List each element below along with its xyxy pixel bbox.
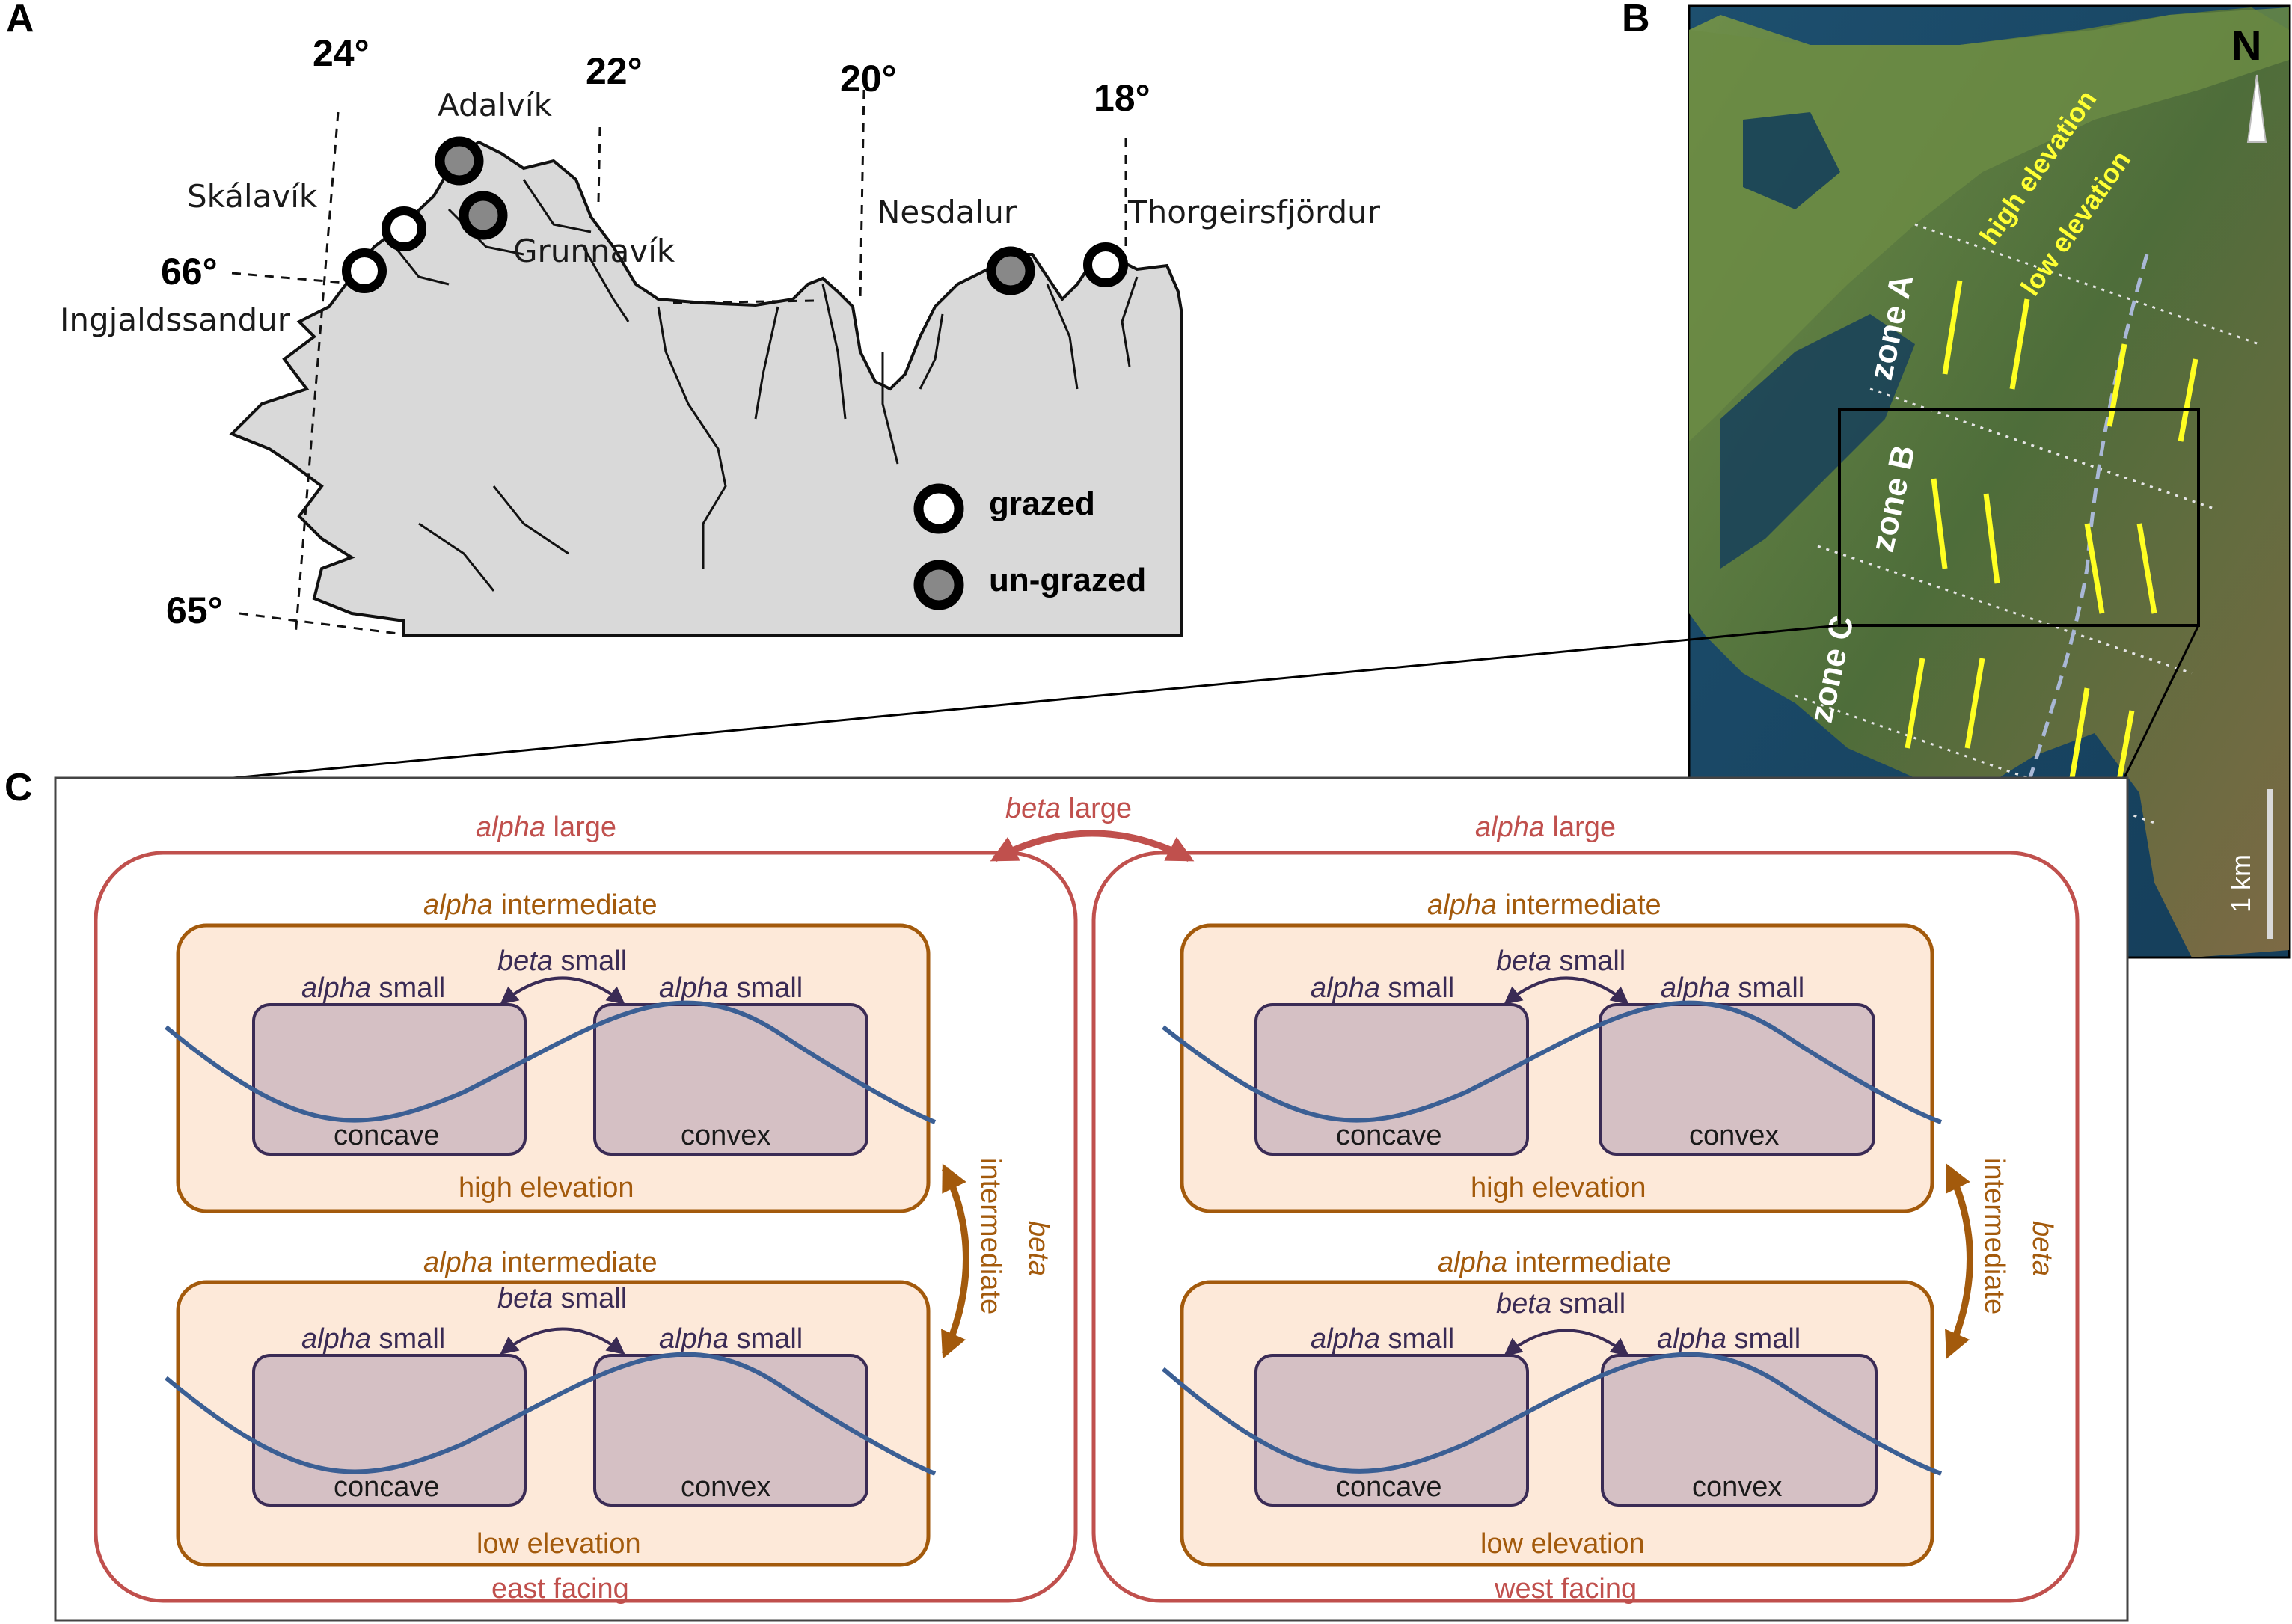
ungrazed-marker — [986, 246, 1035, 295]
grazed-marker — [382, 206, 426, 251]
east-facing-label: east facing — [491, 1573, 629, 1605]
lake — [1743, 112, 1840, 209]
concave-label: concave — [1336, 1120, 1442, 1151]
panel-c-diagram: C alpha large east facing alpha intermed… — [4, 766, 2129, 1622]
beta-intermediate-arrow — [1945, 1163, 1973, 1359]
alpha-small-label: alpha small — [1311, 1323, 1454, 1355]
map-legend: grazed un-grazed — [913, 483, 1146, 610]
stream — [2010, 254, 2149, 839]
concave-label: concave — [334, 1120, 440, 1151]
alpha-large-label: alpha large — [1475, 812, 1616, 843]
panel-a-map: A 24° 22° 20° 18° 66° 65° — [6, 0, 1381, 637]
intermediate-label: intermediate — [1979, 1158, 2010, 1314]
site-label: Nesdalur — [877, 194, 1017, 230]
latitude-label: 66° — [161, 251, 218, 292]
connector-lines — [233, 624, 2200, 794]
longitude-label: 24° — [313, 32, 370, 74]
convex-box — [593, 1003, 868, 1156]
site-label: Adalvík — [438, 87, 553, 123]
panel-b-letter: B — [1622, 0, 1650, 40]
concave-label: concave — [1336, 1471, 1442, 1503]
longitude-label: 20° — [840, 58, 897, 99]
grazed-marker — [1083, 242, 1128, 287]
alpha-small-label: alpha small — [659, 972, 803, 1004]
beta-small-arrow — [500, 1327, 625, 1355]
fjord-lines — [387, 179, 1139, 592]
beta-small-arrow — [1504, 976, 1629, 1005]
north-label: N — [2231, 22, 2261, 69]
west-facing-group: alpha large west facing alpha intermedia… — [1091, 812, 2080, 1605]
low-elevation-label: low elevation — [1480, 1528, 1645, 1560]
beta-large-label: beta large — [1005, 793, 1132, 824]
north-arrow-icon — [2246, 74, 2267, 143]
beta-small-label: beta small — [497, 946, 627, 977]
latitude-label: 65° — [166, 589, 223, 631]
slope-profile-wave — [1162, 1000, 1943, 1124]
legend-ungrazed-symbol — [913, 560, 964, 610]
bay — [1720, 314, 1915, 569]
west-facing-label: west facing — [1494, 1573, 1637, 1605]
panel-c-letter: C — [4, 766, 33, 809]
longitude-label: 18° — [1094, 77, 1150, 119]
convex-label: convex — [1689, 1120, 1779, 1151]
zoom-box — [1838, 408, 2200, 627]
longitude-label: 22° — [586, 50, 643, 92]
concave-label: concave — [334, 1471, 440, 1503]
convex-box — [593, 1354, 868, 1507]
alpha-large-label: alpha large — [476, 812, 616, 843]
alpha-large-box — [94, 851, 1078, 1603]
convex-label: convex — [1692, 1471, 1782, 1503]
east-facing-group: alpha large east facing alpha intermedia… — [94, 812, 1078, 1605]
scale-label: 1 km — [2225, 854, 2256, 913]
beta-small-label: beta small — [497, 1283, 627, 1314]
site-markers — [342, 136, 1128, 295]
transect-lines — [1795, 223, 2260, 824]
beta-small-arrow — [500, 976, 625, 1005]
convex-box — [1601, 1354, 1878, 1507]
alpha-small-label: alpha small — [659, 1323, 803, 1355]
alpha-small-label: alpha small — [301, 972, 445, 1004]
convex-label: convex — [681, 1120, 770, 1151]
alpha-intermediate-label: alpha intermediate — [1427, 889, 1661, 921]
alpha-small-label: alpha small — [1657, 1323, 1801, 1355]
panel-a-letter: A — [6, 0, 34, 40]
graticule — [231, 89, 1127, 637]
site-label: Ingjaldssandur — [60, 301, 291, 338]
high-elevation-label: high elevation — [459, 1172, 634, 1204]
beta-label: beta — [1023, 1221, 1054, 1276]
ungrazed-marker — [459, 191, 508, 240]
alpha-small-label: alpha small — [301, 1323, 445, 1355]
slope-profile-wave — [165, 1352, 937, 1476]
site-label: Thorgeirsfjördur — [1127, 194, 1381, 230]
alpha-intermediate-label: alpha intermediate — [423, 889, 658, 921]
plot-lines — [1905, 280, 2198, 794]
alpha-small-label: alpha small — [1311, 972, 1454, 1004]
beta-small-label: beta small — [1496, 946, 1625, 977]
ungrazed-marker — [435, 136, 484, 186]
beta-small-arrow — [1504, 1329, 1629, 1356]
low-elevation-label: low elevation — [477, 1528, 641, 1560]
beta-label: beta — [2026, 1221, 2058, 1276]
alpha-intermediate-label: alpha intermediate — [1438, 1247, 1672, 1278]
convex-box — [1599, 1003, 1875, 1156]
north-coast — [1689, 7, 2289, 441]
beta-small-label: beta small — [1496, 1288, 1625, 1320]
alpha-large-box — [1091, 851, 2080, 1603]
intermediate-label: intermediate — [975, 1158, 1006, 1314]
convex-label: convex — [681, 1471, 770, 1503]
legend-grazed-label: grazed — [989, 485, 1095, 522]
alpha-intermediate-label: alpha intermediate — [423, 1247, 658, 1278]
beta-intermediate-arrow — [941, 1163, 969, 1359]
slope-profile-wave — [165, 1000, 937, 1124]
legend-grazed-symbol — [913, 483, 964, 534]
site-label: Grunnavík — [513, 233, 675, 269]
legend-ungrazed-label: un-grazed — [989, 562, 1146, 598]
grazed-marker — [342, 248, 387, 293]
site-label: Skálavík — [187, 178, 318, 215]
slope-profile-wave — [1162, 1352, 1943, 1476]
alpha-small-label: alpha small — [1661, 972, 1804, 1004]
beta-large-arrow — [990, 830, 1195, 862]
high-elevation-label: high elevation — [1471, 1172, 1646, 1204]
